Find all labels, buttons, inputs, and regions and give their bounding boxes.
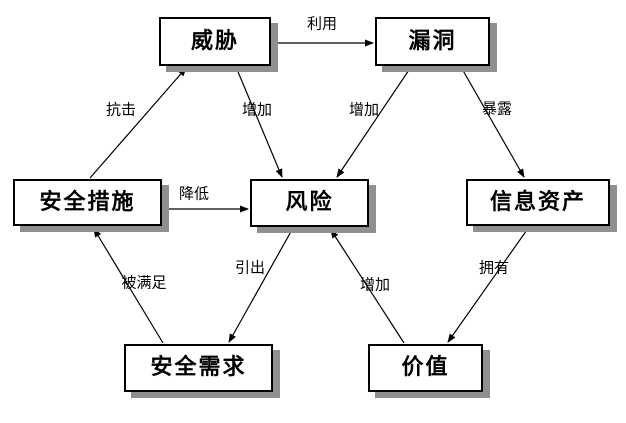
edge-security-requirements-to-security-measures [93,228,164,344]
edge-vulnerability-to-risk [336,66,412,178]
node-risk: 风险 [250,179,369,227]
node-threat: 威胁 [159,17,271,66]
edge-label-increase-from-value: 增加 [359,275,391,294]
node-value: 价值 [368,344,483,392]
edge-label-reduce: 降低 [178,184,210,203]
node-security-measures: 安全措施 [13,179,162,226]
node-risk-label: 风险 [285,190,334,215]
node-vulnerability: 漏洞 [375,17,490,66]
node-value-label: 价值 [401,355,450,380]
edge-security-measures-to-threat [89,67,187,179]
edge-label-resist: 抗击 [105,100,137,119]
edge-vulnerability-to-information-assets [460,66,525,178]
edge-threat-to-risk [235,66,283,178]
node-information-assets: 信息资产 [466,179,610,226]
edge-label-derive: 引出 [234,258,266,277]
node-threat-label: 威胁 [190,28,239,54]
edge-label-own: 拥有 [478,258,510,277]
edge-value-to-risk [330,229,405,344]
edge-label-increase-from-vulnerability: 增加 [348,100,380,119]
node-security-requirements-label: 安全需求 [150,355,247,380]
node-information-assets-label: 信息资产 [489,189,586,215]
node-vulnerability-label: 漏洞 [408,28,457,54]
node-security-requirements: 安全需求 [124,344,273,392]
edge-label-expose: 暴露 [481,99,513,118]
edge-label-increase-from-threat: 增加 [241,100,273,119]
edge-label-exploit: 利用 [306,14,338,33]
edge-information-assets-to-value [447,226,530,343]
node-security-measures-label: 安全措施 [39,189,136,215]
edge-label-be-satisfied: 被满足 [121,273,167,292]
edge-risk-to-security-requirements [228,227,294,343]
